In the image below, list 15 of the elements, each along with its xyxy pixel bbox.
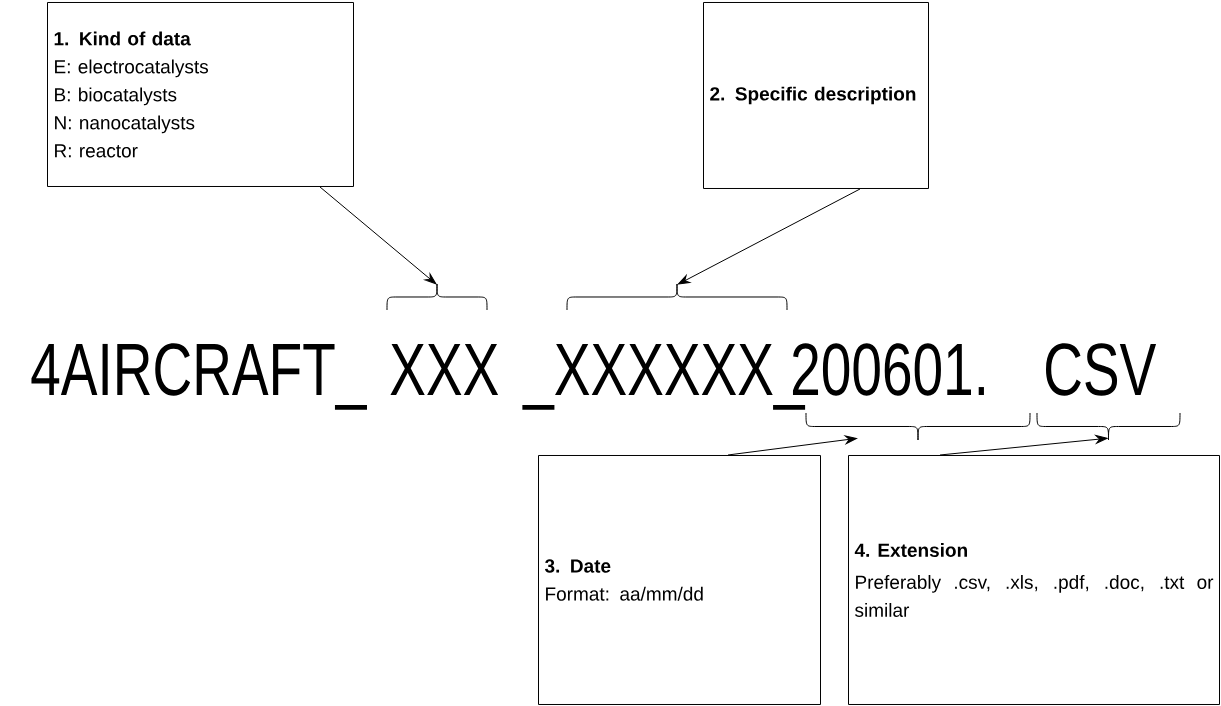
curly-brace xyxy=(386,283,488,311)
text-box: 2. Specific description xyxy=(703,2,929,189)
filename-part: XXX xyxy=(390,343,499,395)
curly-brace xyxy=(805,412,1031,441)
curly-brace xyxy=(1036,412,1181,441)
arrow xyxy=(727,435,858,456)
arrow xyxy=(677,188,861,285)
arrow xyxy=(319,186,437,285)
arrow xyxy=(939,435,1108,456)
text-box: 4. Extension Preferably .csv, .xls, .pdf, .doc, .txt or similar xyxy=(848,455,1220,705)
filename-part: CSV xyxy=(1046,343,1157,396)
text-box: 1. Kind of data E: electrocatalysts B: biocatalysts N: nanocatalysts R: reactor xyxy=(47,2,354,187)
filename-part: 4AIRCRAFT_ xyxy=(31,343,367,410)
text-box: 3. Date Format: aa/mm/dd xyxy=(538,455,821,705)
curly-brace xyxy=(566,283,788,311)
